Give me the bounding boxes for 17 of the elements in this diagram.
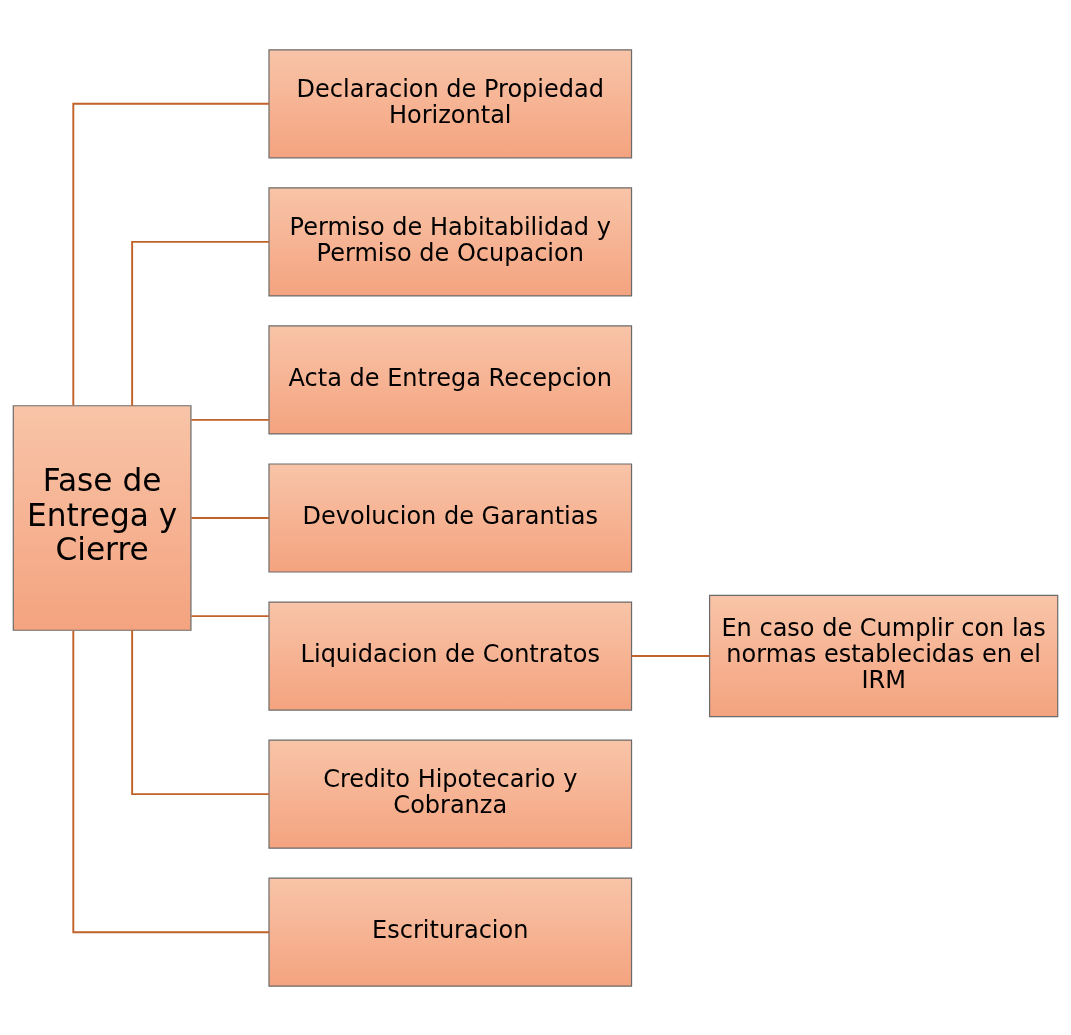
connector xyxy=(190,418,270,421)
node-box: Fase de Entrega y Cierre xyxy=(12,404,192,631)
node-box: Liquidacion de Contratos xyxy=(268,600,633,711)
node-box: Credito Hipotecario y Cobranza xyxy=(268,739,633,849)
connector xyxy=(630,654,711,657)
connector xyxy=(131,628,270,795)
node-box: Devolucion de Garantias xyxy=(268,462,633,573)
node-box: Acta de Entrega Recepcion xyxy=(268,324,633,435)
node-box: Permiso de Habitabilidad y Permiso de Ocupacion xyxy=(268,186,633,296)
node-box: En caso de Cumplir con las normas establecidas en el IRM xyxy=(708,594,1059,717)
connector xyxy=(190,614,270,617)
connector xyxy=(190,516,270,519)
node-box: Escrituracion xyxy=(268,877,633,987)
connector xyxy=(72,629,270,933)
connector xyxy=(72,102,270,406)
connector xyxy=(131,240,270,407)
node-box: Declaracion de Propiedad Horizontal xyxy=(268,48,633,158)
